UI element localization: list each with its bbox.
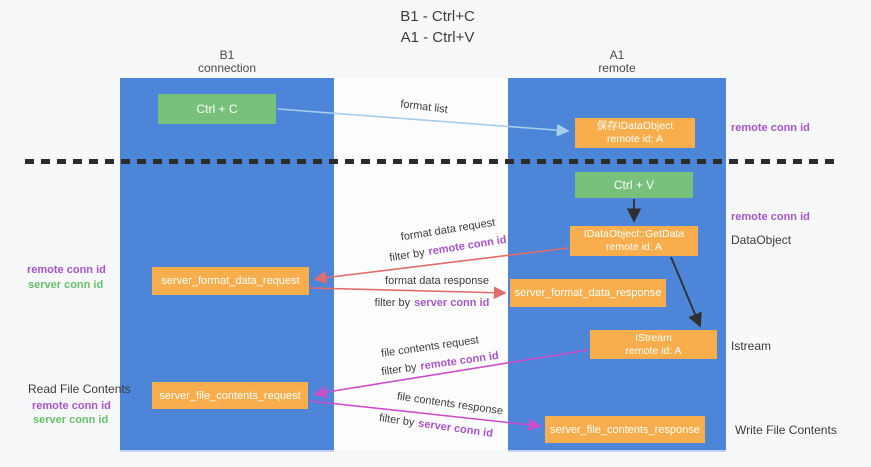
getdata-line1: IDataObject::GetData: [583, 228, 685, 240]
dataobject-annotation: DataObject: [731, 233, 792, 247]
lane-b1-name: B1: [219, 48, 235, 62]
filter-by-text: filter by: [374, 297, 411, 309]
file-contents-request-arrow: [313, 349, 589, 399]
server-conn-id-text: server conn id: [414, 297, 490, 309]
istream-line2: remote id: A: [625, 344, 682, 357]
diagram-title: B1 - Ctrl+C A1 - Ctrl+V: [300, 6, 575, 48]
server-file-contents-request-label: server_file_contents_request: [159, 389, 301, 402]
server-file-contents-request-box: server_file_contents_request: [152, 382, 308, 409]
left-remote-conn-id-2: remote conn id: [32, 400, 111, 412]
format-data-response-label: format data response: [385, 275, 489, 287]
saved-idataobject-line2: remote id: A: [606, 133, 664, 145]
right-remote-conn-id-top: remote conn id: [731, 122, 810, 134]
read-file-contents-annotation: Read File Contents: [28, 382, 131, 396]
right-remote-conn-id-mid: remote conn id: [731, 211, 810, 223]
lane-b1-role: connection: [197, 61, 257, 75]
title-line-a1: A1 - Ctrl+V: [400, 29, 475, 46]
idataobject-getdata-box: IDataObject::GetData remote id: A: [570, 226, 698, 256]
lane-gap: [334, 78, 508, 450]
server-format-data-request-box: server_format_data_request: [152, 267, 309, 295]
lane-a1-name: A1: [609, 48, 625, 62]
ctrl-c-box: Ctrl + C: [158, 94, 276, 124]
file-contents-response-arrow: [309, 400, 542, 432]
ctrl-v-box: Ctrl + V: [575, 172, 693, 198]
format-data-response-arrow: [309, 286, 507, 300]
server-format-data-request-label: server_format_data_request: [161, 275, 300, 287]
left-server-conn-id-1: server conn id: [28, 279, 104, 291]
server-format-data-response-label: server_format_data_response: [514, 287, 662, 299]
title-line-b1: B1 - Ctrl+C: [400, 8, 475, 25]
saved-idataobject-box: 保存IDataObject remote id: A: [575, 118, 695, 148]
istream-annotation: Istream: [731, 339, 772, 353]
session-divider-dashed-line: [25, 159, 839, 164]
format-data-request-arrow: [313, 247, 569, 284]
istream-box: IStream remote id: A: [590, 330, 717, 359]
saved-idataobject-line1: 保存IDataObject: [596, 120, 674, 132]
server-format-data-response-box: server_format_data_response: [510, 279, 666, 307]
ctrl-v-label: Ctrl + V: [613, 178, 655, 192]
server-file-contents-response-label: server_file_contents_response: [550, 423, 700, 436]
getdata-line2: remote id: A: [605, 241, 663, 253]
getdata-to-istream-arrow: [670, 256, 702, 328]
lane-header-b1: B1 connection: [120, 49, 334, 75]
left-server-conn-id-2: server conn id: [33, 414, 109, 426]
lane-a1-role: remote: [598, 61, 636, 75]
istream-line1: IStream: [635, 331, 672, 344]
server-file-contents-response-box: server_file_contents_response: [545, 416, 705, 443]
ctrl-c-label: Ctrl + C: [196, 102, 238, 116]
write-file-contents-annotation: Write File Contents: [735, 423, 837, 437]
lane-header-a1: A1 remote: [508, 49, 726, 75]
left-remote-conn-id-1: remote conn id: [27, 264, 106, 276]
format-list-arrow: [277, 108, 570, 137]
